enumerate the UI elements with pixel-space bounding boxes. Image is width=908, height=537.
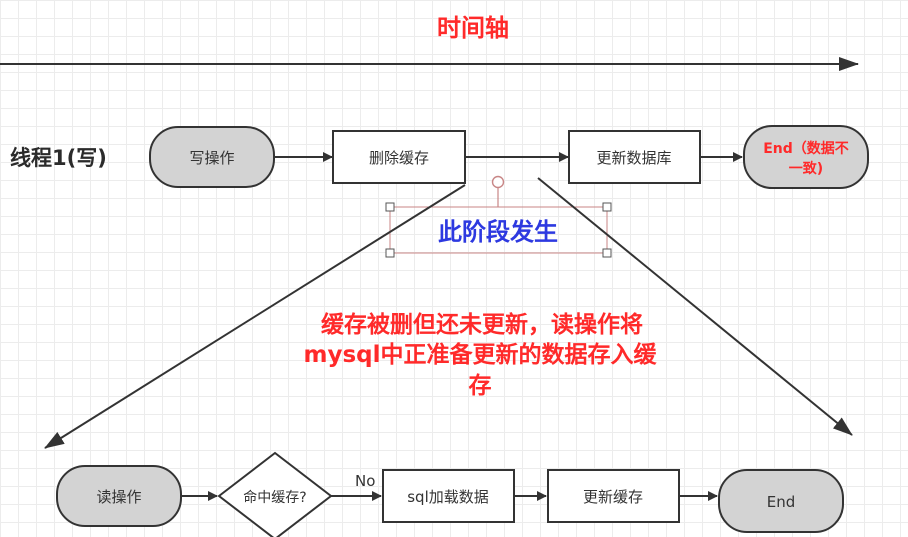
diagonal-arrow-left <box>44 184 466 449</box>
description-line3: 存 <box>469 372 492 399</box>
write-start-label: 写操作 <box>189 149 234 167</box>
sql-load-node[interactable] <box>382 469 515 523</box>
rotate-handle[interactable] <box>491 175 505 189</box>
no-branch-label: No <box>355 472 375 490</box>
description-line1: 缓存被删但还未更新，读操作将 <box>321 311 643 338</box>
thread1-end-label-line1: End（数据不 <box>763 140 849 157</box>
selection-handle-top-right[interactable] <box>602 202 612 212</box>
thread1-end-node[interactable] <box>743 125 869 189</box>
thread1-end-label-line2: 一致) <box>789 160 823 177</box>
sql-load-label: sql加载数据 <box>407 488 489 506</box>
delete-cache-node[interactable] <box>332 130 466 184</box>
read-start-label: 读操作 <box>96 488 141 506</box>
delete-cache-label: 删除缓存 <box>369 149 429 167</box>
selection-box <box>389 206 608 254</box>
selection-handle-bottom-right[interactable] <box>602 248 612 258</box>
update-cache-label: 更新缓存 <box>583 488 643 506</box>
timeline-label: 时间轴 <box>437 14 509 42</box>
update-db-label: 更新数据库 <box>596 149 671 167</box>
diagonal-arrow-right <box>537 177 853 436</box>
thread2-end-node[interactable] <box>718 469 844 533</box>
cache-hit-decision-label: 命中缓存? <box>243 489 306 506</box>
description-line2: mysql中正准备更新的数据存入缓 <box>304 341 658 368</box>
selection-handle-bottom-left[interactable] <box>385 248 395 258</box>
thread1-label: 线程1(写) <box>10 146 107 170</box>
selection-handle-top-left[interactable] <box>385 202 395 212</box>
thread2-end-label: End <box>767 493 796 511</box>
stage-label: 此阶段发生 <box>438 218 558 246</box>
